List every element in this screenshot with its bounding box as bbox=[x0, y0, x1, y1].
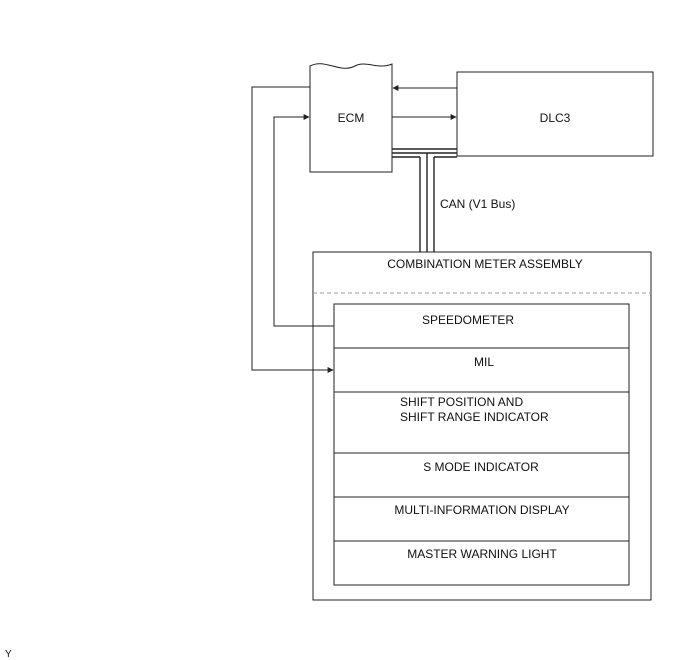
dlc3-box bbox=[456, 71, 654, 157]
can-bus-horizontal bbox=[392, 148, 457, 158]
can-bus-label: CAN (V1 Bus) bbox=[440, 197, 515, 211]
meter-row-dividers bbox=[334, 347, 629, 542]
row-mil: MIL bbox=[474, 355, 494, 369]
ecm-box bbox=[309, 63, 393, 173]
meter-inner-box bbox=[333, 303, 630, 586]
row-s-mode-indicator: S MODE INDICATOR bbox=[423, 460, 539, 474]
combination-meter-box bbox=[312, 251, 652, 601]
row-multi-information-display: MULTI-INFORMATION DISPLAY bbox=[394, 503, 569, 517]
row-speedometer: SPEEDOMETER bbox=[422, 313, 514, 327]
combination-meter-title: COMBINATION METER ASSEMBLY bbox=[387, 257, 583, 271]
footer-mark: Y bbox=[5, 649, 12, 660]
can-bus-vertical bbox=[419, 153, 435, 252]
row-shift-indicator-line2: SHIFT RANGE INDICATOR bbox=[400, 410, 549, 424]
speedometer-to-ecm-wire bbox=[273, 114, 334, 327]
dlc3-label: DLC3 bbox=[540, 111, 571, 125]
ecm-label: ECM bbox=[338, 111, 365, 125]
ecm-to-mil-wire bbox=[251, 86, 334, 373]
row-shift-indicator-line1: SHIFT POSITION AND bbox=[400, 395, 523, 409]
row-master-warning-light: MASTER WARNING LIGHT bbox=[407, 547, 557, 561]
